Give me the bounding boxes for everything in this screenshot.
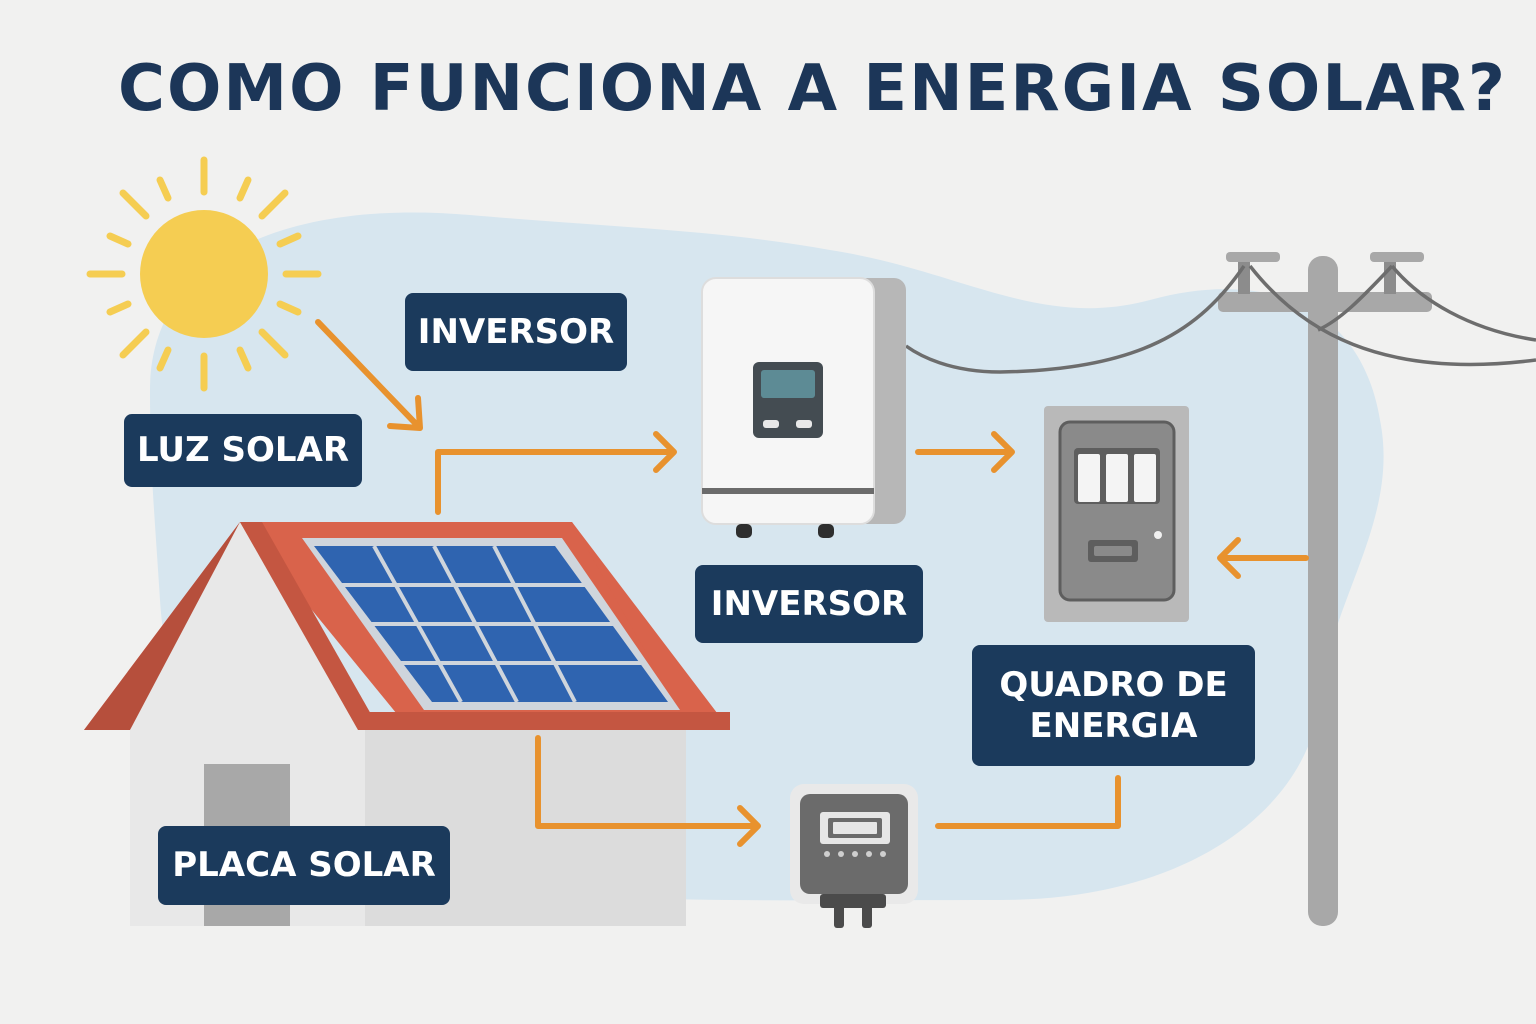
arrow-pole-to-breaker — [1217, 537, 1309, 579]
arrow-house-to-meter — [535, 735, 761, 847]
label-inversor-top-text: INVERSOR — [417, 311, 615, 352]
inverter-icon — [701, 277, 906, 538]
solar-panel-icon — [302, 538, 680, 710]
label-quadro-line2: ENERGIA — [1029, 705, 1198, 746]
label-placa-solar-text: PLACA SOLAR — [172, 845, 436, 886]
label-luz-solar-text: LUZ SOLAR — [136, 430, 350, 471]
arrow-inverter-to-breaker — [915, 431, 1015, 473]
label-inversor-top: INVERSOR — [405, 293, 627, 371]
flow-arrows — [315, 319, 1309, 847]
energy-meter-icon — [790, 784, 918, 928]
label-quadro-de-energia: QUADRO DE ENERGIA — [972, 645, 1255, 766]
label-placa-solar: PLACA SOLAR — [158, 826, 450, 905]
arrow-panel-to-inverter — [435, 431, 677, 515]
line-meter-to-quadro — [935, 775, 1121, 829]
label-inversor-bottom-text: INVERSOR — [710, 583, 908, 624]
label-quadro-line1: QUADRO DE — [999, 664, 1228, 705]
breaker-panel-icon — [1044, 406, 1189, 622]
sun-icon — [86, 156, 322, 392]
arrow-sun-to-panel — [315, 319, 423, 431]
page-title: COMO FUNCIONA A ENERGIA SOLAR? — [118, 52, 1508, 126]
utility-pole-icon — [904, 252, 1536, 926]
label-inversor-bottom: INVERSOR — [695, 565, 923, 643]
label-luz-solar: LUZ SOLAR — [124, 414, 362, 487]
